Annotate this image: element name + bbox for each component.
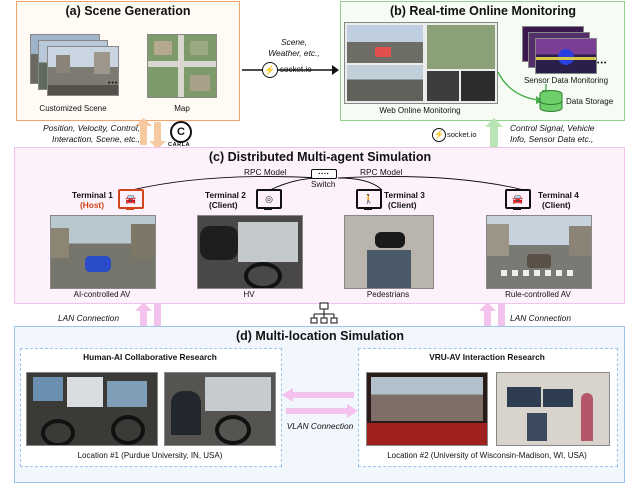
terminal-3-role: (Client) — [388, 200, 417, 210]
sensor-more-dots: ••• — [597, 60, 608, 67]
scene-generation-title: (a) Scene Generation — [65, 4, 191, 18]
location-1-image-b — [164, 372, 276, 446]
switch-icon: ▪▪▪▪ — [311, 169, 337, 179]
hv-image — [197, 215, 303, 289]
multi-location-title: (d) Multi-location Simulation — [235, 329, 405, 343]
left-link-text-1: Position, Velocity, Control, — [43, 123, 140, 133]
lan-right-label: LAN Connection — [510, 313, 571, 323]
switch-label: Switch — [311, 179, 336, 189]
right-link-text-2: Info, Sensor Data etc., — [510, 134, 594, 144]
location-2-image-b — [496, 372, 610, 446]
pedestrians-image — [344, 215, 434, 289]
terminal-1-role: (Host) — [80, 200, 104, 210]
lan-left-label: LAN Connection — [58, 313, 119, 323]
vlan-label: VLAN Connection — [286, 421, 354, 431]
location-1-label: Location #1 (Purdue University, IN, USA) — [77, 451, 223, 460]
socketio-icon: ⚡ — [262, 62, 278, 78]
computer-icon-pedestrian: 🚶 — [356, 189, 382, 209]
location-2-title: VRU-AV Interaction Research — [429, 352, 545, 362]
computer-stand-pedestrian — [364, 207, 372, 210]
scene-weather-text-1: Scene, — [280, 37, 308, 47]
rule-av-image — [486, 215, 592, 289]
terminal-4-role: (Client) — [542, 200, 571, 210]
sensor-monitoring-label: Sensor Data Monitoring — [523, 76, 609, 85]
vlan-arrows — [282, 388, 358, 418]
scene-weather-text-2: Weather, etc., — [268, 48, 320, 58]
socketio-icon-right: ⚡ — [432, 128, 446, 142]
terminal-2-name: Terminal 2 — [205, 190, 246, 200]
terminal-1-name: Terminal 1 — [72, 190, 113, 200]
terminal-4-name: Terminal 4 — [538, 190, 579, 200]
hv-caption: HV — [243, 290, 255, 299]
socketio-label-right: socket.io — [447, 130, 477, 139]
carla-logo: C — [170, 121, 192, 143]
customized-scene-label: Customized Scene — [39, 104, 107, 113]
simulation-title: (c) Distributed Multi-agent Simulation — [208, 150, 432, 164]
location-2-image-a — [366, 372, 488, 446]
left-link-text-2: Interaction, Scene, etc., — [52, 134, 140, 144]
sim-to-monitor-arrow — [485, 118, 503, 148]
web-monitoring-screenshot — [344, 22, 498, 104]
location-1-title: Human-AI Collaborative Research — [83, 352, 217, 362]
socketio-label-top: socket.io — [280, 65, 312, 74]
scene-more-dots: ••• — [108, 80, 119, 87]
scene-sim-arrows — [135, 118, 166, 149]
rule-av-caption: Rule-controlled AV — [505, 290, 571, 299]
ai-av-image — [50, 215, 156, 289]
computer-stand-host — [126, 207, 134, 210]
pedestrians-caption: Pedestrians — [366, 290, 410, 299]
monitoring-title: (b) Real-time Online Monitoring — [389, 4, 577, 18]
lan-network-icon — [310, 302, 338, 324]
location-1-image-a — [26, 372, 158, 446]
right-link-text-1: Control Signal, Vehicle — [510, 123, 595, 133]
rpc-model-right-label: RPC Model — [360, 167, 403, 177]
terminal-2-role: (Client) — [209, 200, 238, 210]
database-icon — [539, 90, 563, 112]
ai-av-caption: AI-controlled AV — [73, 290, 131, 299]
web-monitoring-label: Web Online Monitoring — [379, 106, 461, 115]
computer-icon-hv: ◎ — [256, 189, 282, 209]
carla-label: CARLA — [168, 142, 191, 148]
computer-icon-host: 🚘 — [118, 189, 144, 209]
scene-image-stack-front — [47, 46, 119, 96]
terminal-3-name: Terminal 3 — [384, 190, 425, 200]
data-storage-label: Data Storage — [566, 97, 614, 106]
computer-stand-hv — [264, 207, 272, 210]
scene-to-monitor-arrow — [242, 65, 339, 75]
location-2-label: Location #2 (University of Wisconsin-Mad… — [387, 451, 587, 460]
computer-icon-rule-av: 🚘 — [505, 189, 531, 209]
computer-stand-rule-av — [513, 207, 521, 210]
map-label: Map — [174, 104, 190, 113]
map-image — [147, 34, 217, 98]
sensor-image-front — [535, 38, 597, 74]
rpc-model-left-label: RPC Model — [244, 167, 287, 177]
